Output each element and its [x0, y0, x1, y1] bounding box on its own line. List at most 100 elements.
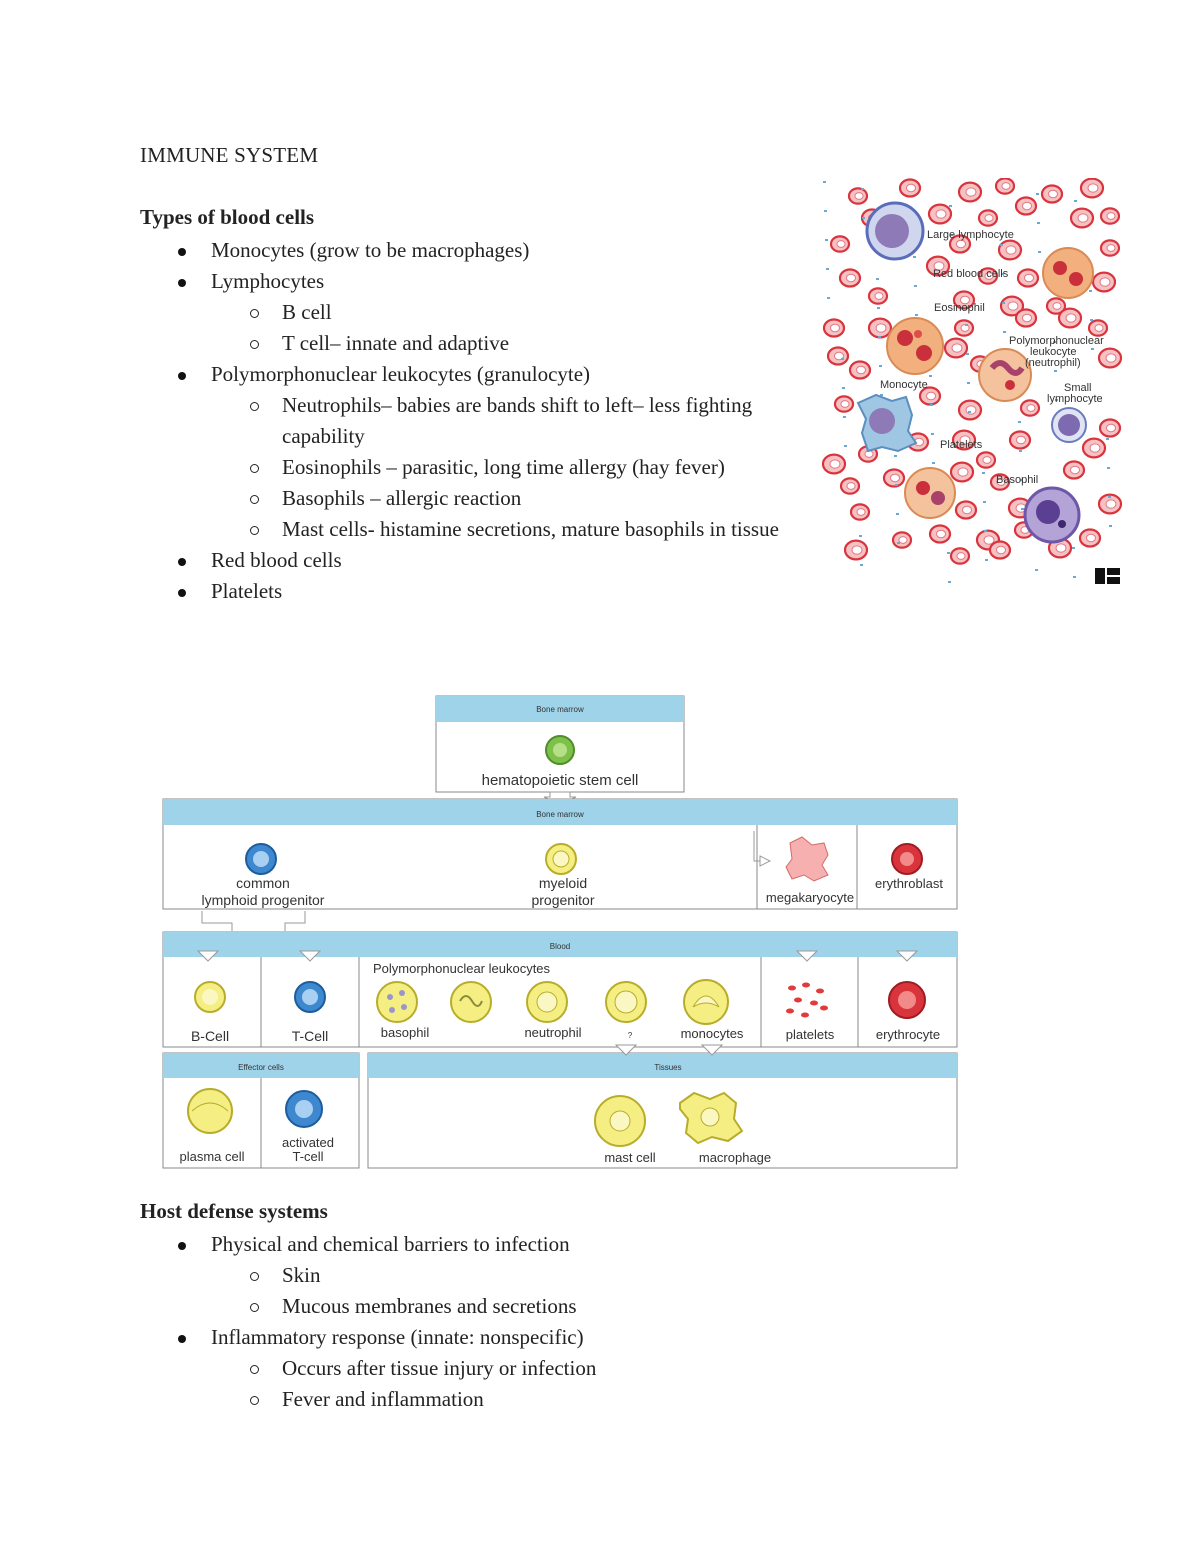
sub-list-item-text: Mast cells- histamine secretions, mature…: [282, 517, 779, 541]
red-blood-cell: [867, 287, 889, 305]
sub-list-item: Basophils – allergic reaction: [211, 483, 800, 514]
red-blood-cell: [925, 255, 951, 277]
red-blood-cell: [994, 178, 1016, 195]
sub-list: B cell T cell– innate and adaptive: [211, 297, 800, 359]
red-blood-cell: [957, 181, 983, 203]
red-blood-cell: [826, 346, 850, 366]
circle-bullet-icon: [250, 1365, 259, 1374]
circle-bullet-icon: [250, 1272, 259, 1281]
platelet-dot: [1000, 244, 1003, 246]
red-blood-cell: [1091, 271, 1117, 293]
tissues-label: Tissues: [654, 1063, 681, 1072]
lymphoid-label-1: common: [236, 875, 290, 891]
platelet-dot: [880, 394, 883, 396]
platelet-dot: [896, 513, 899, 515]
sub-list-item-text: Skin: [282, 1263, 321, 1287]
platelet-dot: [897, 542, 900, 544]
platelet-dot: [895, 484, 898, 486]
red-blood-cell: [1069, 207, 1095, 229]
label-large-lymphocyte: Large lymphocyte: [927, 229, 1014, 241]
label-pmn-1: Polymorphonuclear: [1009, 335, 1104, 347]
hematopoiesis-lineage-diagram: Bone marrow hematopoietic stem cell Bone…: [162, 695, 958, 1169]
arrow-down-icon: [614, 1044, 638, 1056]
sub-list-item-text: Fever and inflammation: [282, 1387, 484, 1411]
red-blood-cell: [1008, 430, 1032, 450]
red-blood-cell: [1087, 319, 1109, 337]
platelets-label: platelets: [786, 1027, 835, 1042]
red-blood-cell: [829, 235, 851, 253]
platelets-icon: [786, 982, 828, 1018]
red-blood-cell: [1079, 178, 1105, 199]
red-blood-cell: [1040, 184, 1064, 204]
blood-cell-list: Monocytes (grow to be macrophages) Lymph…: [140, 235, 800, 607]
platelet-dot: [894, 455, 897, 457]
granulocyte-nucleus: [536, 991, 558, 1013]
stem-cell-label: hematopoietic stem cell: [482, 772, 639, 789]
neutrophil-cell: [978, 348, 1032, 402]
sub-list-item-text: Neutrophils– babies are bands shift to l…: [282, 393, 753, 448]
red-blood-cell: [997, 239, 1023, 261]
platelet-dot: [1021, 508, 1024, 510]
platelet-dot: [1109, 525, 1112, 527]
sub-list-item-text: B cell: [282, 300, 332, 324]
platelet-dot: [984, 530, 987, 532]
platelet-dot: [914, 285, 917, 287]
list-item: Lymphocytes B cell T cell– innate and ad…: [140, 266, 800, 359]
mast-cell-label: mast cell: [604, 1150, 655, 1165]
platelet-dot: [1038, 251, 1041, 253]
platelet-dot: [965, 324, 968, 326]
label-small-1: Small: [1064, 382, 1092, 394]
macrophage-label: macrophage: [699, 1150, 771, 1165]
platelet-dot: [844, 445, 847, 447]
red-blood-cell: [1057, 307, 1083, 329]
platelet-dot: [1003, 331, 1006, 333]
platelet-dot: [967, 382, 970, 384]
list-item: Platelets: [140, 576, 800, 607]
platelet-dot: [1074, 200, 1077, 202]
sub-list-item-text: T cell– innate and adaptive: [282, 331, 510, 355]
sub-list: Neutrophils– babies are bands shift to l…: [211, 390, 800, 545]
bone-marrow-label-1: Bone marrow: [536, 705, 584, 714]
platelet-dot: [859, 535, 862, 537]
red-blood-cell: [949, 461, 975, 483]
red-blood-cell: [838, 268, 862, 288]
platelet-dot: [947, 552, 950, 554]
blood-cells-illustration: Large lymphocyte Red blood cells Eosinop…: [820, 178, 1125, 590]
document-title: IMMUNE SYSTEM: [140, 143, 319, 167]
arrow-down-icon: [795, 950, 819, 962]
red-blood-cell: [839, 477, 861, 495]
arrow-down-icon: [196, 950, 220, 962]
stem-cell-nucleus: [553, 743, 567, 757]
bullet-icon: [178, 279, 186, 287]
red-blood-cell: [975, 451, 997, 469]
lymphoid-nucleus: [253, 851, 269, 867]
platelet-dot: [879, 365, 882, 367]
sub-list-item-text: Eosinophils – parasitic, long time aller…: [282, 455, 725, 479]
platelet-dot: [823, 181, 826, 183]
blood-label: Blood: [550, 942, 570, 951]
red-blood-cell: [1045, 297, 1067, 315]
section-heading-host-defense: Host defense systems: [140, 1199, 328, 1223]
list-item: Polymorphonuclear leukocytes (granulocyt…: [140, 359, 800, 545]
bullet-icon: [178, 248, 186, 256]
platelet-dot: [878, 336, 881, 338]
platelet-dot: [1036, 193, 1039, 195]
platelet-dot: [1107, 467, 1110, 469]
list-item-text: Platelets: [211, 579, 283, 603]
connector-line: [753, 831, 760, 862]
circle-bullet-icon: [250, 464, 259, 473]
red-blood-cell: [977, 267, 999, 285]
platelet-dot: [931, 433, 934, 435]
red-blood-cell: [821, 453, 847, 475]
red-blood-cell: [1097, 347, 1123, 369]
platelet-dot: [877, 307, 880, 309]
label-small-2: lymphocyte: [1047, 393, 1103, 405]
list-item: Monocytes (grow to be macrophages): [140, 235, 800, 266]
platelet-dot: [843, 416, 846, 418]
red-blood-cell: [951, 429, 977, 451]
platelet-dot: [930, 404, 933, 406]
circle-bullet-icon: [250, 309, 259, 318]
red-blood-cell: [948, 234, 972, 254]
activated-label-2: T-cell: [292, 1149, 323, 1164]
red-blood-cell: [848, 360, 872, 380]
